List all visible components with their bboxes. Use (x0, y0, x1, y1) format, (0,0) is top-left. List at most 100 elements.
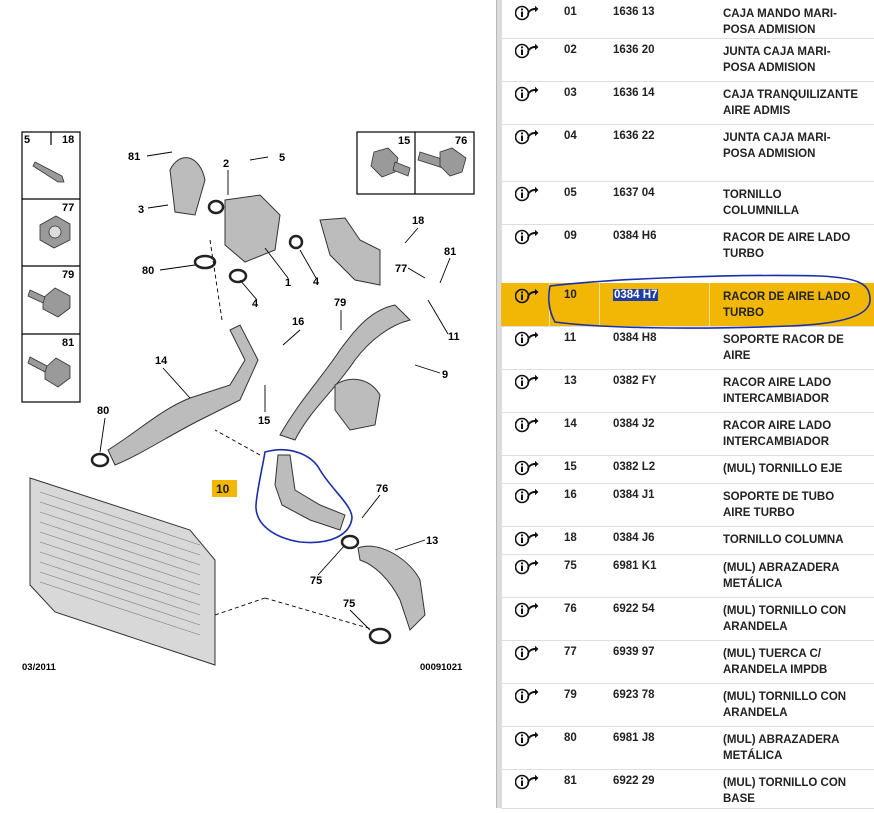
cell-divider (709, 283, 710, 326)
part-code[interactable]: 0384 H7 (613, 289, 659, 301)
part-code: 0384 J1 (613, 489, 655, 501)
info-arrow-icon[interactable] (515, 460, 539, 476)
svg-text:79: 79 (62, 269, 74, 281)
svg-text:76: 76 (376, 483, 388, 495)
info-arrow-icon[interactable] (515, 488, 539, 504)
svg-text:13: 13 (426, 535, 438, 547)
svg-text:15: 15 (258, 415, 270, 427)
info-arrow-icon[interactable] (515, 331, 539, 347)
part-number: 15 (564, 461, 577, 473)
part-number: 13 (564, 375, 577, 387)
pane-divider[interactable] (496, 0, 502, 808)
info-arrow-icon[interactable] (515, 731, 539, 747)
part-description: TORNILLO COLUMNA (723, 534, 844, 546)
info-arrow-icon[interactable] (515, 531, 539, 547)
legend-bolts-icon (27, 147, 467, 388)
info-arrow-icon[interactable] (515, 374, 539, 390)
diagram-ref: 00091021 (420, 662, 463, 673)
diagram-svg: 10 81 2 5 3 1 4 18 80 4 77 81 79 11 16 1… (21, 131, 475, 673)
highlight-box (212, 480, 237, 497)
part-description: CAJA MANDO MARI-POSA ADMISION (723, 8, 837, 36)
svg-text:15: 15 (398, 135, 410, 147)
svg-text:1: 1 (285, 277, 291, 289)
info-arrow-icon[interactable] (515, 5, 539, 21)
svg-text:18: 18 (62, 134, 74, 146)
cell-divider (599, 283, 600, 326)
highlight-label: 10 (216, 482, 230, 496)
info-arrow-icon[interactable] (515, 559, 539, 575)
part-row[interactable]: 02 1636 20 JUNTA CAJA MARI-POSA ADMISION (501, 38, 874, 82)
part-description: JUNTA CAJA MARI-POSA ADMISION (723, 46, 831, 74)
part-description: JUNTA CAJA MARI-POSA ADMISION (723, 132, 831, 160)
info-arrow-icon[interactable] (515, 288, 539, 304)
part-number: 76 (564, 603, 577, 615)
info-arrow-icon[interactable] (515, 774, 539, 790)
svg-text:4: 4 (313, 276, 320, 288)
part-code: 6922 54 (613, 603, 655, 615)
part-number: 02 (564, 44, 577, 56)
part-code: 0384 H8 (613, 332, 657, 344)
svg-text:76: 76 (455, 135, 467, 147)
svg-text:2: 2 (223, 158, 229, 170)
part-number: 01 (564, 6, 577, 18)
legend-labels: 5 18 77 79 81 15 76 (24, 134, 467, 349)
info-arrow-icon[interactable] (515, 417, 539, 433)
info-arrow-icon[interactable] (515, 86, 539, 102)
svg-text:16: 16 (292, 316, 304, 328)
info-arrow-icon[interactable] (515, 129, 539, 145)
part-number: 09 (564, 230, 577, 242)
part-code: 1636 20 (613, 44, 655, 56)
part-code: 0382 FY (613, 375, 657, 387)
part-code: 6981 J8 (613, 732, 655, 744)
svg-text:79: 79 (334, 297, 346, 309)
svg-text:14: 14 (155, 355, 168, 367)
svg-text:81: 81 (62, 337, 74, 349)
info-arrow-icon[interactable] (515, 688, 539, 704)
info-arrow-icon[interactable] (515, 186, 539, 202)
part-code: 6981 K1 (613, 560, 657, 572)
info-arrow-icon[interactable] (515, 602, 539, 618)
part-code: 6922 29 (613, 775, 655, 787)
part-number: 04 (564, 130, 577, 142)
info-arrow-icon[interactable] (515, 229, 539, 245)
svg-text:80: 80 (97, 405, 109, 417)
part-code: 1637 04 (613, 187, 655, 199)
info-arrow-icon[interactable] (515, 43, 539, 59)
svg-text:77: 77 (395, 263, 407, 275)
info-arrow-icon[interactable] (515, 645, 539, 661)
part-code: 0384 J2 (613, 418, 655, 430)
part-code: 1636 14 (613, 87, 655, 99)
part-number: 16 (564, 489, 577, 501)
dashed-guides (209, 239, 376, 631)
clamp-icons (90, 199, 392, 645)
hand-drawn-annotation (255, 448, 353, 544)
